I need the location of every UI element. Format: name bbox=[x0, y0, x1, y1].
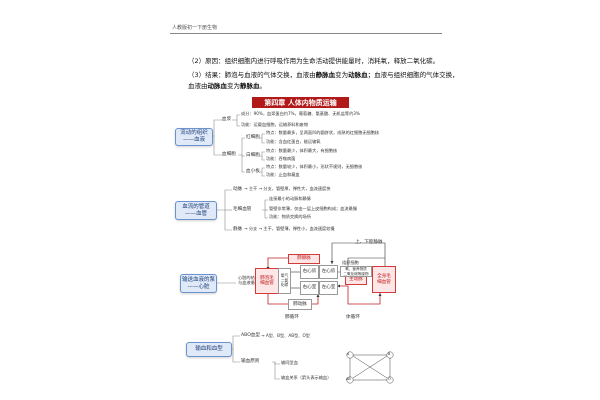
vein-text: → 分支 → 主干，管壁薄，弹性小，血流速度较慢 bbox=[244, 226, 335, 231]
wbc-label: 白细胞 bbox=[246, 153, 260, 158]
paragraph-3: （3）结果：肺泡与血液的气体交换，血液由静脉血变为动脉血；血液与组织细胞的气体交… bbox=[188, 71, 459, 79]
tissue-note-line: 组织细胞 bbox=[342, 260, 359, 265]
pulmonary-capillary-node: 肺泡毛 细血管 bbox=[255, 268, 279, 294]
plasma-label: 血浆 bbox=[222, 117, 232, 122]
paragraph-3-bold: 静脉血 bbox=[315, 71, 336, 79]
left-ventricle-node: 左心室 bbox=[319, 281, 338, 295]
paragraph-3-text: （3）结果：肺泡与血液的气体交换，血液由 bbox=[188, 71, 316, 79]
blood-type-node-o: O bbox=[388, 377, 391, 381]
platelet-label: 血小板 bbox=[246, 169, 260, 174]
blood-category-box: 流动的组织 ——血液 bbox=[175, 128, 213, 146]
heart-structure-line: 心脏的结构 bbox=[238, 275, 259, 280]
blood-cells-label: 血细胞 bbox=[222, 152, 236, 157]
category-title-line: 输血和血型 bbox=[195, 346, 223, 353]
abo-label: ABO血型 bbox=[241, 333, 261, 338]
header-divider bbox=[170, 33, 442, 34]
rbc-line: 功能：含血红蛋白，能运输氧 bbox=[266, 139, 321, 144]
node-line: 氧气 bbox=[280, 273, 289, 279]
paragraph-4-text: 。 bbox=[259, 82, 267, 90]
page-header-title: 人教版初一下册生物 bbox=[172, 25, 218, 31]
systemic-circulation-label: 体循环 bbox=[346, 315, 360, 320]
systemic-capillary-node: 全身毛 细血管 bbox=[372, 266, 396, 293]
node-line: 氧、营养物质 bbox=[345, 267, 367, 272]
heart-structure-note: 心脏的结构 与血液循环 bbox=[238, 275, 259, 286]
vessels-category-box: 血流的管道 ——血管 bbox=[175, 201, 217, 220]
paragraph-4-bold: 动脉血 bbox=[207, 82, 228, 90]
capillary-line: 连接最小的动脉和静脉 bbox=[269, 196, 311, 201]
pulmonary-vein-node: 肺静脉 bbox=[288, 254, 320, 264]
pulmonary-circulation-label: 肺循环 bbox=[285, 315, 299, 320]
capillary-label: 毛细血管 bbox=[233, 207, 252, 212]
right-atrium-node: 右心房 bbox=[300, 265, 319, 279]
principle-label: 输血原则 bbox=[241, 359, 260, 364]
artery-label: 动脉 bbox=[233, 187, 243, 192]
heart-category-box: 输送血液的泵——心脏 bbox=[180, 274, 217, 293]
vein-label: 静脉 bbox=[233, 227, 243, 232]
pulmonary-gas-node: 氧气 二氧化碳 bbox=[278, 268, 291, 294]
platelet-line: 特点：数量较少，体积最小，形状不规则，无细胞核 bbox=[266, 164, 363, 169]
chapter-title: 第四章 人体内物质运输 bbox=[252, 97, 349, 108]
principle-line: 输同型血 bbox=[281, 360, 298, 365]
node-line: 二氧化碳 bbox=[280, 277, 289, 288]
rbc-label: 红细胞 bbox=[246, 135, 260, 140]
principle-line: 输血关系（箭头表示输血） bbox=[281, 375, 332, 380]
paragraph-4-text: 血液由 bbox=[188, 82, 208, 90]
category-title-line: 流动的组织 bbox=[180, 130, 208, 137]
paragraph-3-text: ；血液与组织细胞的气体交换， bbox=[367, 71, 459, 79]
wbc-line: 功能：吞噬病菌 bbox=[266, 156, 296, 161]
platelet-line: 功能：止血和凝血 bbox=[266, 172, 300, 177]
tissue-gas-node: 氧、营养物质 二氧化碳等废物 bbox=[340, 266, 372, 277]
node-line: 肺泡毛 bbox=[260, 275, 274, 281]
heart-structure-line: 与血液循环 bbox=[238, 279, 259, 285]
capillary-line: 功能：物质交换的场所 bbox=[269, 214, 311, 219]
paragraph-4: 血液由动脉血变为静脉血。 bbox=[188, 82, 267, 90]
artery-text: → 主干 → 分支，管壁厚，弹性大，血流速度快 bbox=[244, 186, 331, 191]
plasma-line: 成分：90%，血浆蛋白约7%，葡萄糖、氨基酸、无机盐等约3% bbox=[241, 111, 360, 116]
paragraph-2: （2）原因：组织细胞内进行呼吸作用为生命活动提供能量时，消耗氧，释放二氧化碳。 bbox=[188, 57, 440, 65]
category-title-line: 血流的管道 bbox=[182, 203, 210, 210]
rbc-line: 特点：数量最多，呈两面凹的圆饼状，成熟的红细胞无细胞核 bbox=[266, 130, 380, 135]
plasma-line: 功能：运载血细胞，运输养料和废物 bbox=[241, 122, 309, 127]
blood-type-node-b: B bbox=[388, 352, 391, 356]
paragraph-4-bold: 静脉血 bbox=[240, 82, 260, 90]
vena-cava-label: 上、下腔静脉 bbox=[355, 240, 383, 245]
paragraph-3-bold: 动脉血 bbox=[348, 71, 368, 79]
blood-type-node-a: A bbox=[347, 352, 350, 356]
node-line: 细血管 bbox=[260, 281, 274, 286]
paragraph-4-text: 变为 bbox=[227, 82, 240, 90]
category-title-line: ——血液 bbox=[182, 137, 205, 143]
abo-text: → A型、B型、AB型、O型 bbox=[261, 333, 310, 338]
tissue-exchange-note: 组织细胞 bbox=[342, 260, 359, 266]
category-title-line: ——血管 bbox=[184, 210, 207, 217]
category-title-line: 输送血液的泵——心脏 bbox=[181, 276, 215, 290]
blood-type-node-ab: AB bbox=[346, 377, 351, 381]
node-line: 细血管 bbox=[377, 279, 391, 285]
node-line: 全身毛 bbox=[377, 274, 391, 280]
left-atrium-node: 左心房 bbox=[319, 265, 338, 279]
wbc-line: 特点：数量最少，体积最大，有细胞核 bbox=[266, 148, 338, 153]
pulmonary-artery-node: 肺动脉 bbox=[288, 299, 312, 310]
node-line: 二氧化碳等废物 bbox=[343, 271, 369, 276]
paragraph-3-text: 变为 bbox=[335, 71, 349, 79]
right-ventricle-node: 右心室 bbox=[300, 281, 319, 295]
capillary-line: 管壁非常薄，仅由一层上皮细胞构成；血流最慢 bbox=[269, 206, 357, 211]
transfusion-category-box: 输血和血型 bbox=[186, 342, 232, 357]
